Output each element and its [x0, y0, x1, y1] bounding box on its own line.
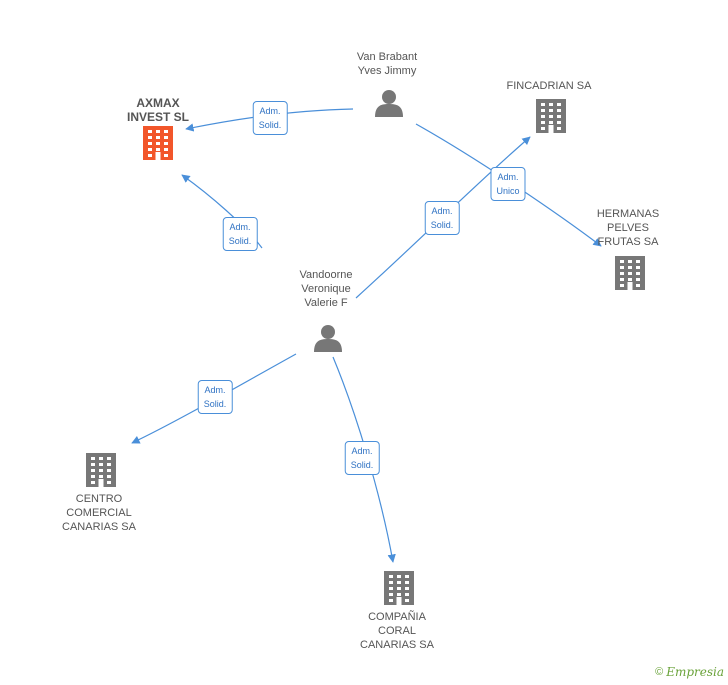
node-label-vandoorne[interactable]: Vandoorne Veronique Valerie F: [299, 269, 353, 309]
edge-label-vandoorne-to-axmax[interactable]: Adm. Solid.: [222, 217, 258, 251]
edge-label-vandoorne-to-compania[interactable]: Adm. Solid.: [344, 441, 380, 475]
edge-label-vanbrabant-to-hermanas[interactable]: Adm. Unico: [490, 167, 526, 201]
copyright-symbol: ©: [655, 666, 664, 678]
edge-label-vanbrabant-to-axmax[interactable]: Adm. Solid.: [252, 101, 288, 135]
building-icon-hermanas: [615, 256, 645, 290]
brand-logo: Empresia: [666, 665, 724, 679]
node-label-compania[interactable]: COMPAÑIA CORAL CANARIAS SA: [360, 611, 434, 651]
watermark: © Empresia: [655, 665, 724, 679]
building-icon-centro: [86, 453, 116, 487]
person-icon-vandoorne: [314, 325, 342, 352]
edge-label-vandoorne-to-centro[interactable]: Adm. Solid.: [197, 380, 233, 414]
node-label-vanbrabant[interactable]: Van Brabant Yves Jimmy: [356, 51, 418, 77]
node-label-axmax[interactable]: AXMAX INVEST SL: [126, 96, 190, 124]
edge-label-vandoorne-to-fincadrian[interactable]: Adm. Solid.: [424, 201, 460, 235]
building-icon-axmax: [143, 126, 173, 160]
building-icon-fincadrian: [536, 99, 566, 133]
node-label-hermanas[interactable]: HERMANAS PELVES FRUTAS SA: [596, 208, 660, 248]
node-label-fincadrian[interactable]: FINCADRIAN SA: [506, 80, 592, 92]
node-label-centro[interactable]: CENTRO COMERCIAL CANARIAS SA: [62, 493, 136, 533]
person-icon-vanbrabant: [375, 90, 403, 117]
building-icon-compania: [384, 571, 414, 605]
